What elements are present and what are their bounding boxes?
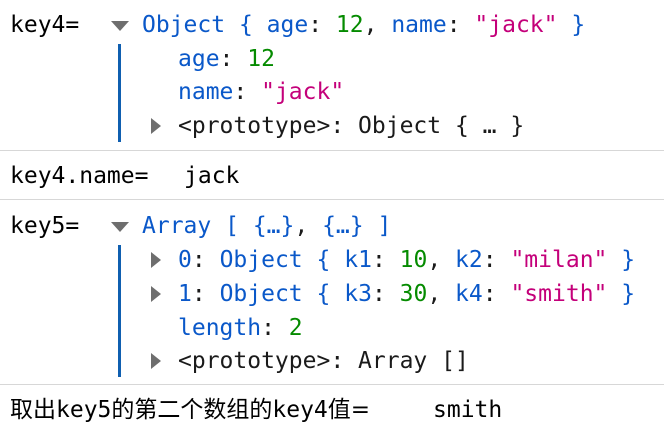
message-separator bbox=[0, 384, 664, 385]
message-value: smith bbox=[433, 397, 503, 423]
expand-closed-triangle-icon[interactable] bbox=[151, 118, 161, 134]
object-summary[interactable]: Object { age: 12, name: "jack" } bbox=[142, 12, 586, 38]
array-item-1[interactable]: 1: Object { k3: 30, k4: "smith" } bbox=[178, 281, 636, 307]
expand-closed-triangle-icon[interactable] bbox=[151, 353, 161, 369]
prototype-row[interactable]: <prototype>: Object { … } bbox=[178, 113, 525, 139]
prototype-row[interactable]: <prototype>: Array [] bbox=[178, 348, 469, 374]
expand-closed-triangle-icon[interactable] bbox=[151, 286, 161, 302]
message-separator bbox=[0, 199, 664, 200]
property-name: name: "jack" bbox=[178, 79, 345, 105]
property-age: age: 12 bbox=[178, 46, 275, 72]
property-length: length: 2 bbox=[178, 315, 303, 341]
expand-closed-triangle-icon[interactable] bbox=[151, 252, 161, 268]
array-item-0[interactable]: 0: Object { k1: 10, k2: "milan" } bbox=[178, 247, 636, 273]
tree-guide-line bbox=[118, 245, 121, 377]
expand-open-triangle-icon[interactable] bbox=[111, 21, 129, 31]
message-value: jack bbox=[184, 163, 240, 189]
message-label: key5= bbox=[10, 213, 80, 239]
console-message-key4-name: key4.name= jack bbox=[0, 151, 664, 199]
console-message-key4: key4= Object { age: 12, name: "jack" } a… bbox=[0, 0, 664, 150]
tree-guide-line bbox=[118, 44, 121, 142]
expand-open-triangle-icon[interactable] bbox=[111, 222, 129, 232]
message-label: key4= bbox=[10, 12, 80, 38]
array-summary[interactable]: Array [ {…}, {…} ] bbox=[142, 213, 392, 239]
message-separator bbox=[0, 150, 664, 151]
console-message-smith: 取出key5的第二个数组的key4值= smith bbox=[0, 385, 664, 428]
console-message-key5: key5= Array [ {…}, {…} ] 0: Object { k1:… bbox=[0, 200, 664, 384]
message-label: 取出key5的第二个数组的key4值= bbox=[10, 397, 371, 423]
message-label: key4.name= bbox=[10, 163, 149, 189]
